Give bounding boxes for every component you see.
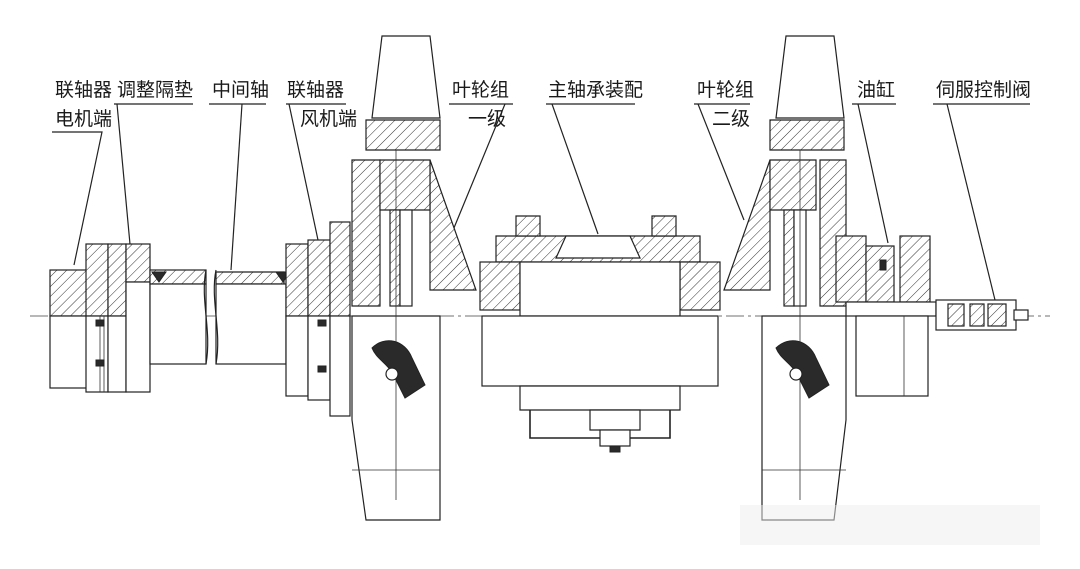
label-intermediate-shaft: 中间轴 (212, 79, 269, 101)
label-impeller-stage1-line1: 叶轮组 (452, 79, 509, 101)
label-coupling-fan-line1: 联轴器 (287, 79, 344, 101)
servo-valve (935, 299, 1029, 331)
motor-coupling (49, 243, 207, 393)
label-adjust-spacer: 调整隔垫 (117, 79, 193, 101)
leader-oil (857, 103, 889, 244)
label-coupling-motor-line2: 电机端 (55, 108, 112, 130)
label-coupling-fan-line2: 风机端 (300, 108, 357, 130)
leader-bearing (551, 103, 599, 235)
main-bearing (479, 215, 721, 453)
label-coupling-motor-line1: 联轴器 (55, 79, 112, 101)
oil-cylinder (835, 235, 937, 397)
impeller-stage2 (723, 35, 847, 521)
fan-coupling (285, 221, 351, 417)
leader-lines (52, 103, 1030, 301)
leader-impeller1 (448, 103, 506, 241)
watermark-area (740, 505, 1040, 545)
leader-fan-coupling (288, 103, 319, 241)
label-servo-valve: 伺服控制阀 (936, 79, 1031, 101)
label-oil-cylinder: 油缸 (857, 79, 895, 101)
leader-servo (946, 103, 996, 301)
leader-coupling-motor (52, 131, 103, 266)
label-spindle-bearing: 主轴承装配 (548, 79, 643, 101)
leader-impeller2 (697, 103, 745, 221)
label-impeller-stage2-line1: 叶轮组 (697, 79, 754, 101)
leader-spacer (116, 103, 132, 256)
impeller-stage1 (351, 35, 477, 521)
intermediate-shaft (203, 269, 291, 365)
label-impeller-stage2-line2: 二级 (712, 108, 750, 130)
labels: 联轴器 电机端 调整隔垫 中间轴 联轴器 风机端 叶轮组 一级 主轴承装配 叶轮… (55, 79, 1031, 130)
label-impeller-stage1-line2: 一级 (468, 108, 506, 130)
leader-shaft (230, 103, 243, 271)
